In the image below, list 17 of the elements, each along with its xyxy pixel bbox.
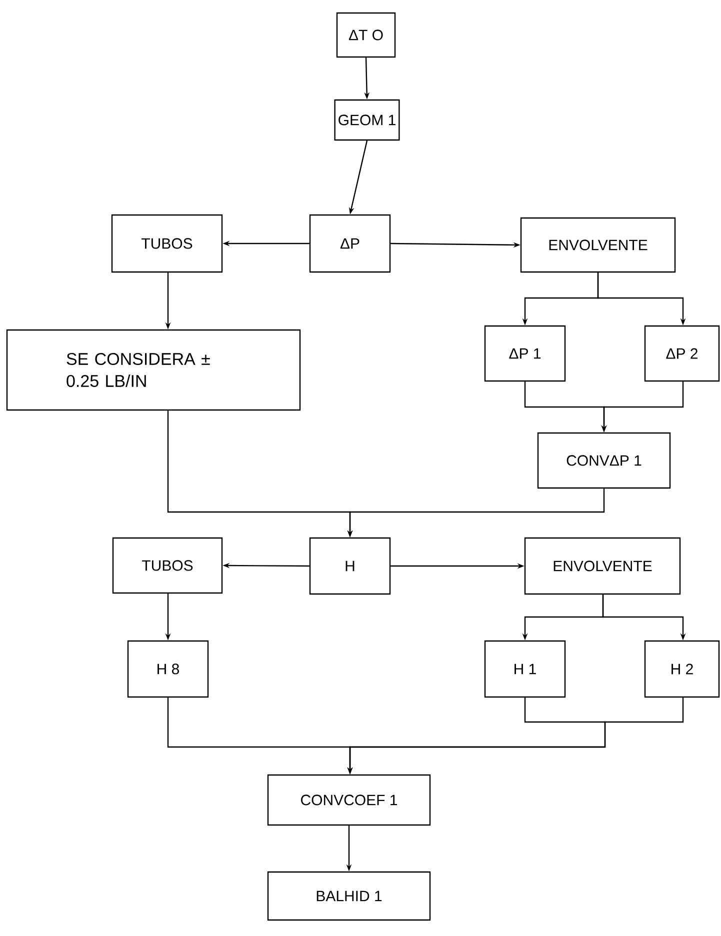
process-box: CONVCOEF 1 xyxy=(267,774,431,826)
process-box: ΔT O xyxy=(336,12,396,58)
process-box: H 1 xyxy=(484,640,566,698)
process-box: TUBOS xyxy=(112,537,223,594)
process-box: GEOM 1 xyxy=(334,99,400,141)
process-box: H xyxy=(309,537,391,595)
process-box: H 8 xyxy=(127,640,209,698)
process-box: ΔP xyxy=(309,214,391,273)
process-box: ΔP 1 xyxy=(484,325,566,382)
process-box: ENVOLVENTE xyxy=(524,537,681,595)
process-box: ΔP 2 xyxy=(644,325,720,382)
process-box: TUBOS xyxy=(111,214,223,273)
process-box: SE CONSIDERA ± 0.25 LB/IN xyxy=(6,329,301,411)
process-box: H 2 xyxy=(644,640,720,698)
process-box: CONVΔP 1 xyxy=(537,432,671,489)
process-box: BALHID 1 xyxy=(267,871,431,921)
process-box: ENVOLVENTE xyxy=(520,217,676,273)
